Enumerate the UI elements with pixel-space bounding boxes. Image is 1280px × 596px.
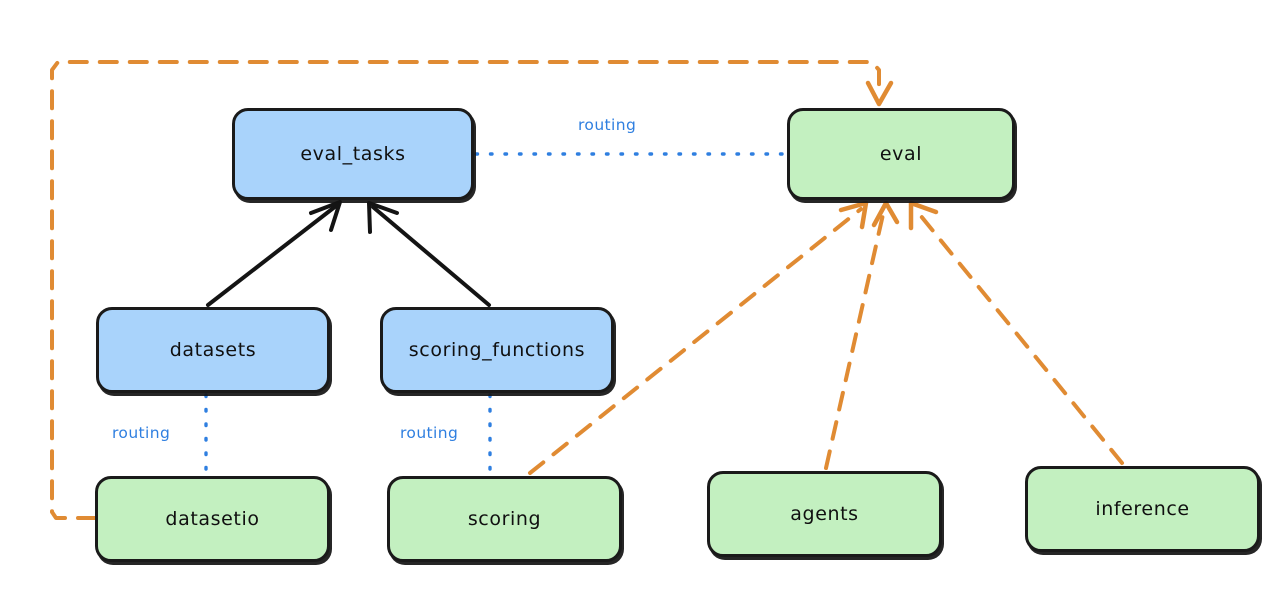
- edge-datasetio-to-eval: [50, 60, 894, 520]
- node-eval-tasks[interactable]: eval_tasks: [232, 108, 474, 200]
- edge-inference-to-eval: [908, 200, 1124, 465]
- node-datasetio[interactable]: datasetio: [95, 476, 330, 562]
- node-label-eval: eval: [879, 143, 923, 165]
- edge-agents-to-eval: [824, 200, 900, 470]
- edge-label-routing-datasetio: routing: [112, 424, 171, 442]
- node-agents[interactable]: agents: [707, 471, 942, 557]
- node-scoring[interactable]: scoring: [387, 476, 622, 562]
- node-label-inference: inference: [1095, 498, 1190, 520]
- edge-datasets-to-eval-tasks: [206, 200, 342, 307]
- node-label-datasets: datasets: [169, 339, 257, 361]
- node-eval[interactable]: eval: [787, 108, 1015, 200]
- edge-scoring-functions-to-eval-tasks: [367, 201, 491, 307]
- node-label-scoring: scoring: [467, 508, 542, 530]
- node-label-scoring-functions: scoring_functions: [408, 339, 586, 361]
- node-label-eval-tasks: eval_tasks: [300, 143, 406, 165]
- node-datasets[interactable]: datasets: [96, 307, 330, 393]
- node-scoring-functions[interactable]: scoring_functions: [380, 307, 614, 393]
- edge-label-routing-eval: routing: [578, 116, 637, 134]
- node-inference[interactable]: inference: [1025, 466, 1260, 552]
- node-label-datasetio: datasetio: [165, 508, 260, 530]
- node-label-agents: agents: [790, 503, 859, 525]
- edge-label-routing-scoring: routing: [400, 424, 459, 442]
- edge-scoring-to-eval: [528, 200, 869, 475]
